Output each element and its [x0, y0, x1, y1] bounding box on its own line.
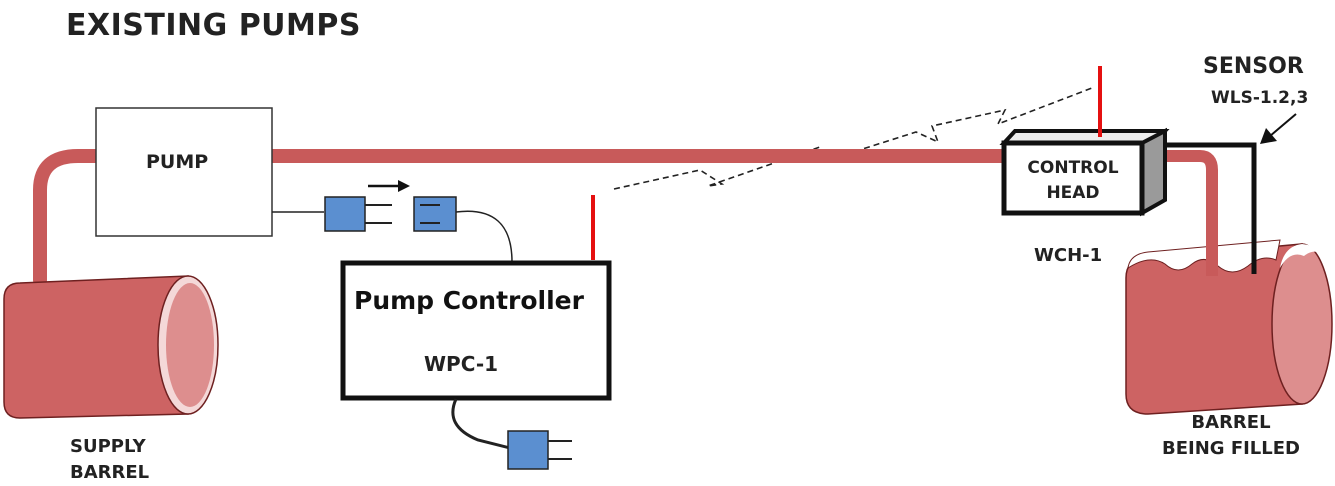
pump-plug — [324, 196, 392, 232]
pump-controller-label: Pump Controller — [354, 286, 584, 315]
supply-barrel — [3, 275, 219, 419]
pump-box — [95, 107, 273, 237]
diagram-title: EXISTING PUMPS — [66, 8, 361, 43]
controller-power-cord — [451, 398, 511, 450]
supply-hose — [33, 149, 105, 287]
sensor-arrow — [1260, 113, 1297, 144]
sensor-label: SENSOR — [1203, 54, 1304, 79]
control-head-label: CONTROL HEAD — [1003, 156, 1143, 206]
supply-barrel-label: SUPPLY BARREL — [70, 434, 149, 486]
connect-arrow — [368, 180, 410, 192]
sensor-wire — [1142, 142, 1257, 274]
fill-barrel — [1125, 239, 1333, 415]
control-head-label-line2: HEAD — [1046, 183, 1100, 203]
fill-barrel-label-line1: BARREL — [1191, 412, 1271, 433]
pump-label: PUMP — [146, 151, 209, 173]
wireless-signal-link — [613, 87, 1093, 190]
fill-barrel-label-line2: BEING FILLED — [1162, 438, 1300, 459]
control-head-label-line1: CONTROL — [1027, 158, 1119, 178]
supply-barrel-label-line1: SUPPLY — [70, 436, 146, 457]
controller-power-plug — [507, 430, 572, 470]
controller-socket — [413, 196, 513, 263]
supply-barrel-label-line2: BARREL — [70, 462, 150, 483]
pump-controller-box — [340, 260, 612, 401]
control-head-model: WCH-1 — [1034, 245, 1103, 266]
fill-hose — [1150, 150, 1218, 276]
fill-barrel-label: BARREL BEING FILLED — [1150, 410, 1312, 462]
pump-controller-model: WPC-1 — [424, 352, 499, 376]
control-head-box — [999, 127, 1170, 217]
sensor-model: WLS-1.2,3 — [1211, 88, 1309, 108]
